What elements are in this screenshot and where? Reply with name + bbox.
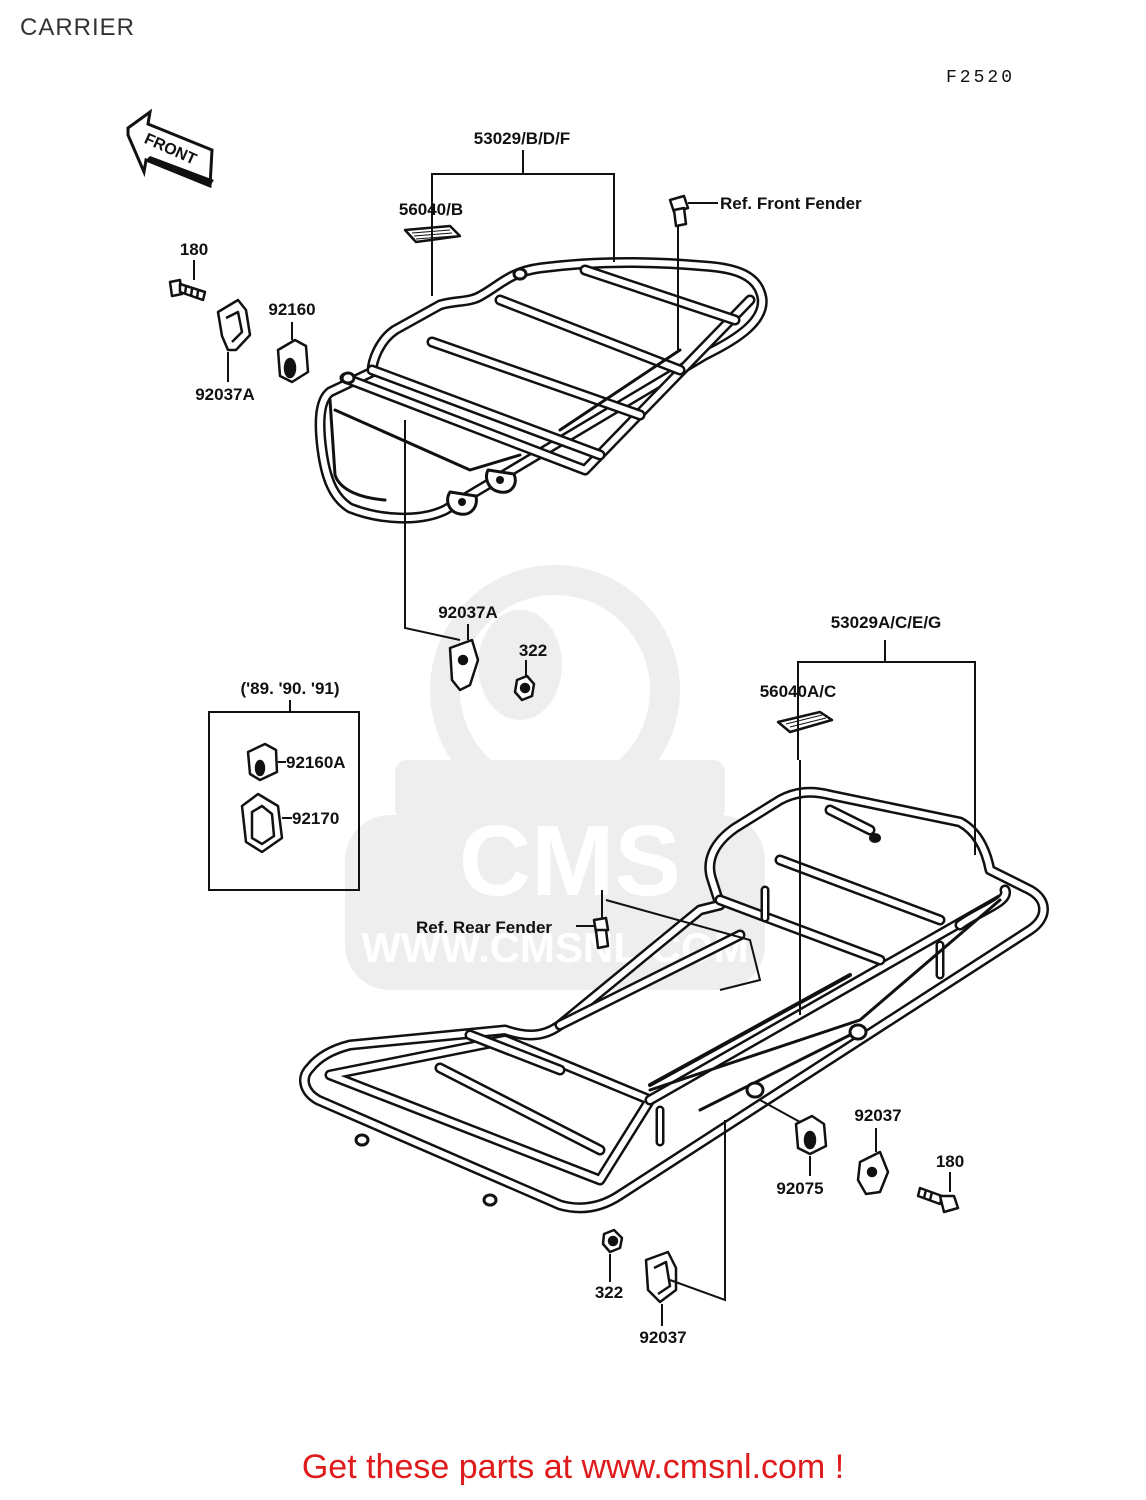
label-rear-carrier: 53029A/C/E/G [831, 613, 942, 632]
label-years-box: ('89. '90. '91) [240, 679, 339, 698]
diagram-code: F2520 [946, 68, 1016, 88]
label-ref-front-fender: Ref. Front Fender [720, 194, 862, 213]
footer-banner[interactable]: Get these parts at www.cmsnl.com ! [301, 1448, 845, 1486]
leader-lines [193, 150, 976, 1326]
clamp-92037A-top [216, 298, 252, 352]
label-rear-reflector: 56040A/C [760, 682, 837, 701]
nut-322-rear [601, 1228, 624, 1254]
label-nut-mid: 322 [519, 641, 547, 660]
label-clamp-variant: 92170 [292, 809, 339, 828]
clamp-92037A-mid [448, 638, 480, 692]
label-front-carrier: 53029/B/D/F [474, 129, 570, 148]
clamp-92037-bottom [644, 1250, 678, 1304]
front-direction-arrow: FRONT [126, 108, 214, 189]
bolt-ref-rear-fender [592, 916, 610, 950]
part-labels: 53029/B/D/F 56040/B Ref. Front Fender 18… [180, 129, 964, 1347]
collar-92075 [794, 1114, 828, 1156]
page-title: CARRIER [20, 14, 136, 41]
clamp-92170 [240, 792, 284, 854]
label-collar-rear: 92075 [776, 1179, 823, 1198]
label-ref-rear-fender: Ref. Rear Fender [416, 918, 552, 937]
collar-92160-top [276, 338, 310, 384]
label-front-reflector: 56040/B [399, 200, 463, 219]
label-collar-top: 92160 [268, 300, 315, 319]
reflector-56040AC [776, 710, 834, 734]
label-collar-variant: 92160A [286, 753, 346, 772]
bolt-180-rear [916, 1186, 960, 1214]
label-nut-rear: 322 [595, 1283, 623, 1302]
label-bolt-top: 180 [180, 240, 208, 259]
clamp-92037-right [856, 1150, 890, 1196]
watermark-brand: CMS [459, 805, 681, 917]
label-bolt-rear: 180 [936, 1152, 964, 1171]
label-clamp-rear-bottom: 92037 [639, 1328, 686, 1347]
label-clamp-top: 92037A [195, 385, 255, 404]
hardware-parts [168, 194, 960, 1304]
bolt-180-top [168, 278, 207, 302]
collar-92160A [246, 742, 279, 782]
label-clamp-mid: 92037A [438, 603, 498, 622]
bolt-ref-front-fender [668, 194, 690, 228]
label-clamp-rear-right: 92037 [854, 1106, 901, 1125]
rear-carrier-rack [298, 786, 1049, 1214]
front-carrier-rack [314, 257, 768, 524]
nut-322-mid [513, 674, 536, 702]
